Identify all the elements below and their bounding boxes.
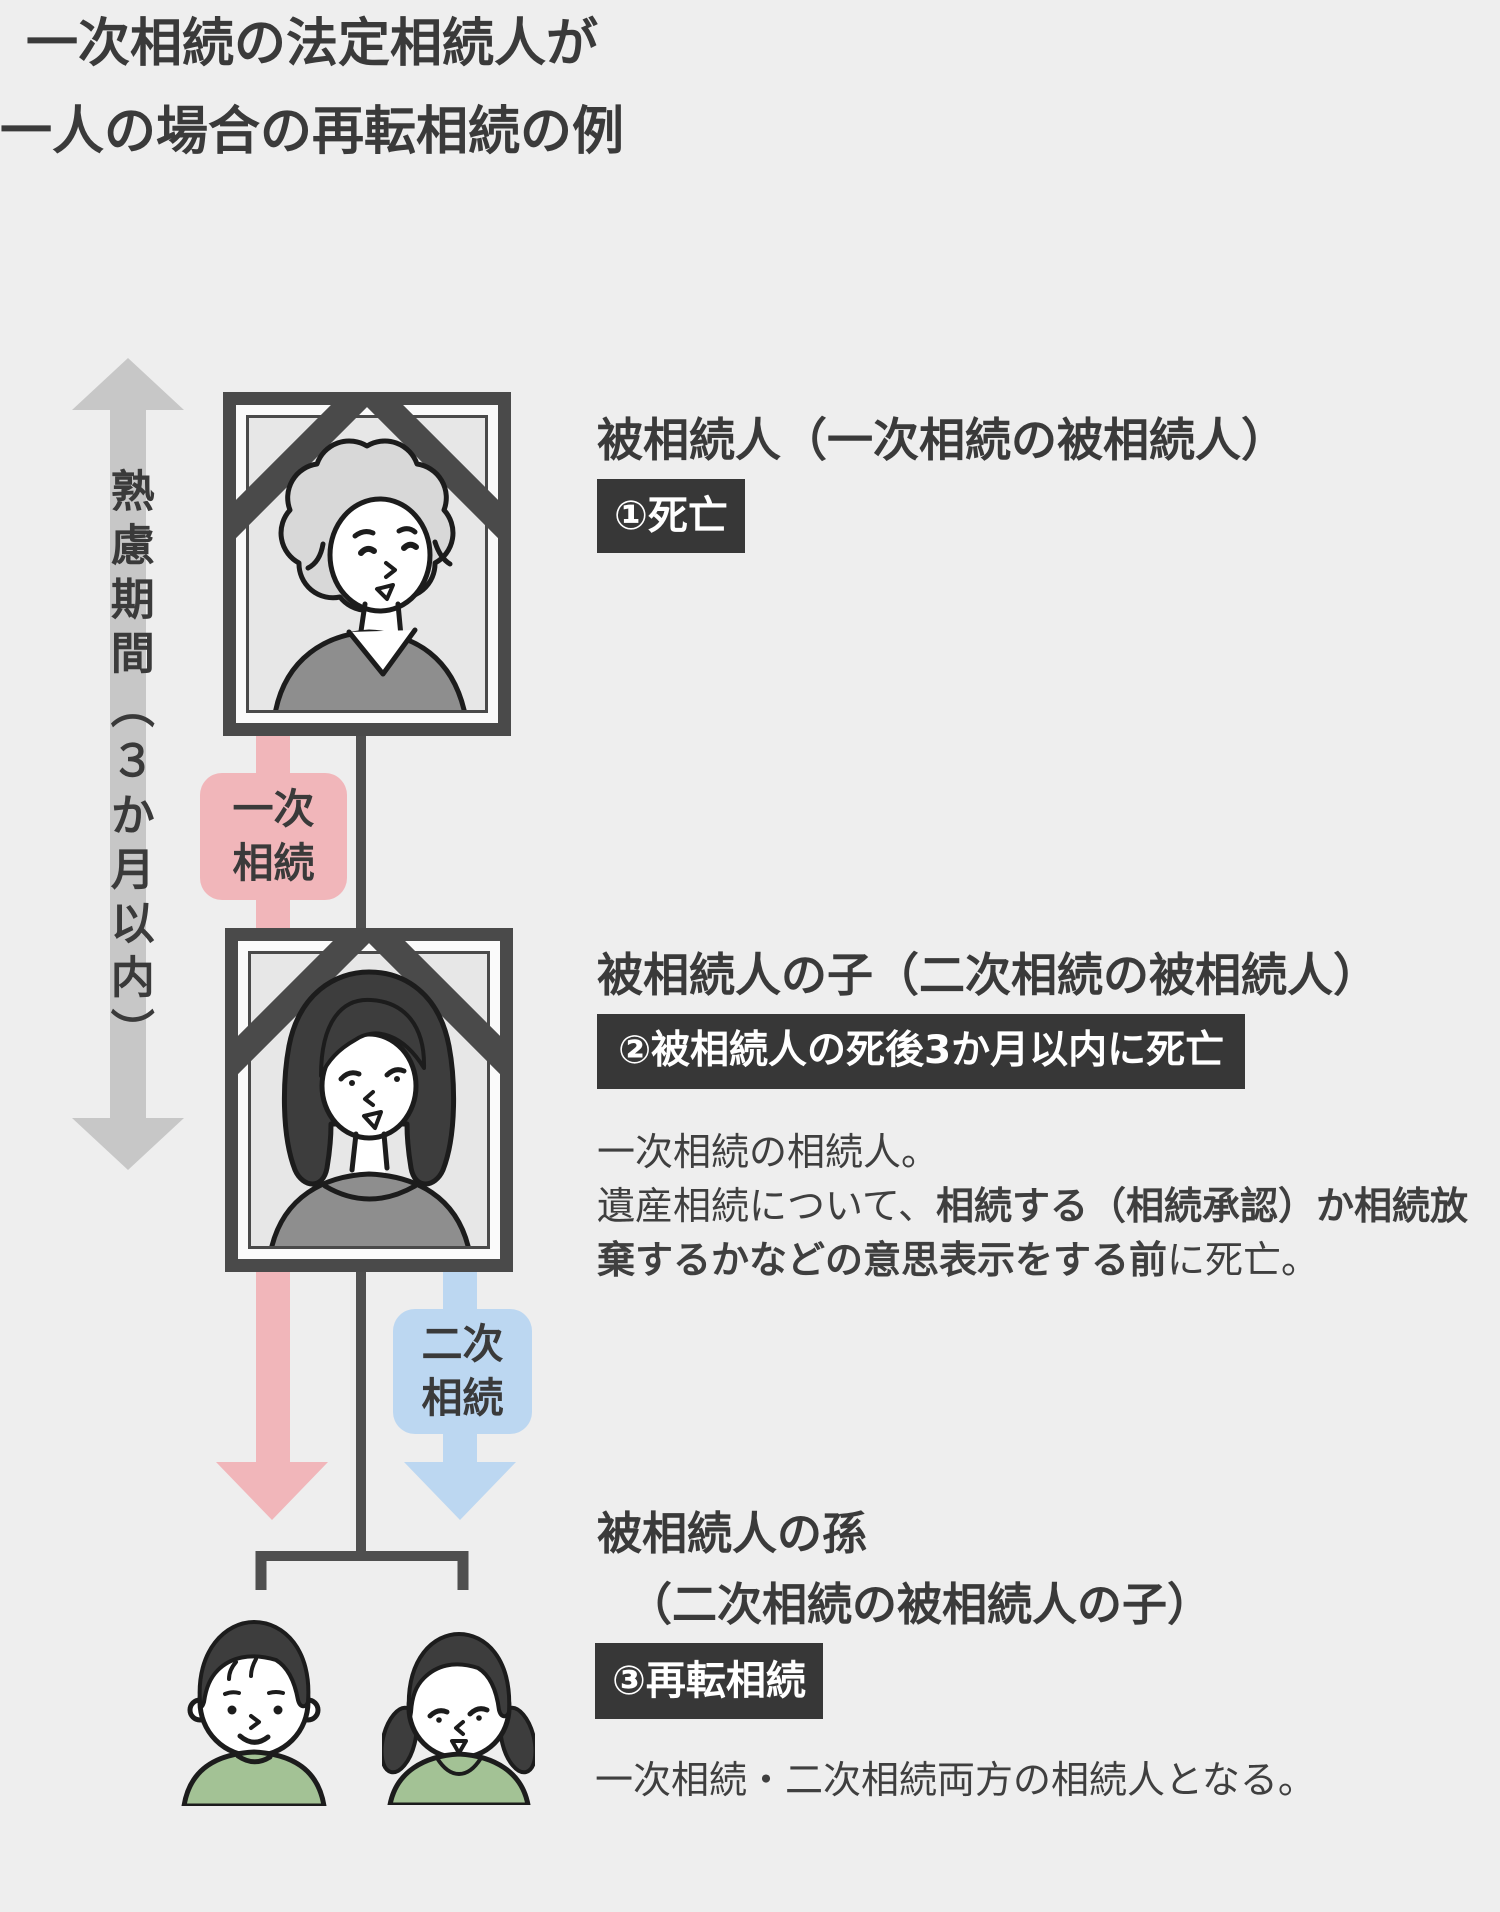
funeral-portrait-child	[225, 928, 513, 1272]
child-description-line1: 一次相続の相続人。	[597, 1130, 940, 1174]
child-description: 一次相続の相続人。 遺産相続について、相続する（相続承認）か相続放 棄するかなど…	[597, 1126, 1468, 1288]
mourning-ribbon-icon	[238, 941, 500, 1075]
child-label: 被相続人の子（二次相続の被相続人）	[597, 948, 1379, 1002]
elderly-woman-illustration	[273, 438, 467, 710]
page-title-line2: 一人の場合の再転相続の例	[0, 102, 625, 163]
grandchild-description: 一次相続・二次相続両方の相続人となる。	[595, 1758, 1316, 1802]
step1-death-badge: ①死亡	[597, 479, 745, 553]
step3-retransfer-badge: ③再転相続	[595, 1643, 823, 1719]
step2-death-badge: ②被相続人の死後3か月以内に死亡	[597, 1014, 1246, 1089]
grandchild-girl-illustration	[382, 1632, 535, 1805]
funeral-portrait-decedent	[223, 392, 511, 736]
child-description-line3: 棄するかなどの意思表示をする前に死亡。	[597, 1237, 1320, 1282]
secondary-inheritance-tag: 二次相続	[393, 1309, 532, 1434]
primary-inheritance-tag-label: 一次相続	[232, 785, 315, 887]
page-title: 一次相続の法定相続人が 一人の場合の再転相続の例	[0, 0, 624, 177]
deliberation-period-arrow	[72, 358, 184, 1170]
grandchild-boy-illustration	[181, 1620, 327, 1806]
page-title-line1: 一次相続の法定相続人が	[26, 14, 599, 74]
deliberation-period-label: 熟慮期間（３か月以内）	[102, 468, 154, 1062]
child-description-line2: 遺産相続について、相続する（相続承認）か相続放	[597, 1183, 1468, 1228]
grandchild-label-line1: 被相続人の孫	[597, 1507, 868, 1560]
mourning-ribbon-icon	[236, 405, 498, 539]
secondary-inheritance-tag-label: 二次相続	[421, 1320, 504, 1422]
decedent-label: 被相続人（一次相続の被相続人）	[597, 413, 1287, 467]
woman-illustration	[269, 969, 471, 1246]
grandchild-label-line2: （二次相続の被相続人の子）	[627, 1578, 1213, 1631]
primary-inheritance-tag: 一次相続	[200, 773, 347, 900]
